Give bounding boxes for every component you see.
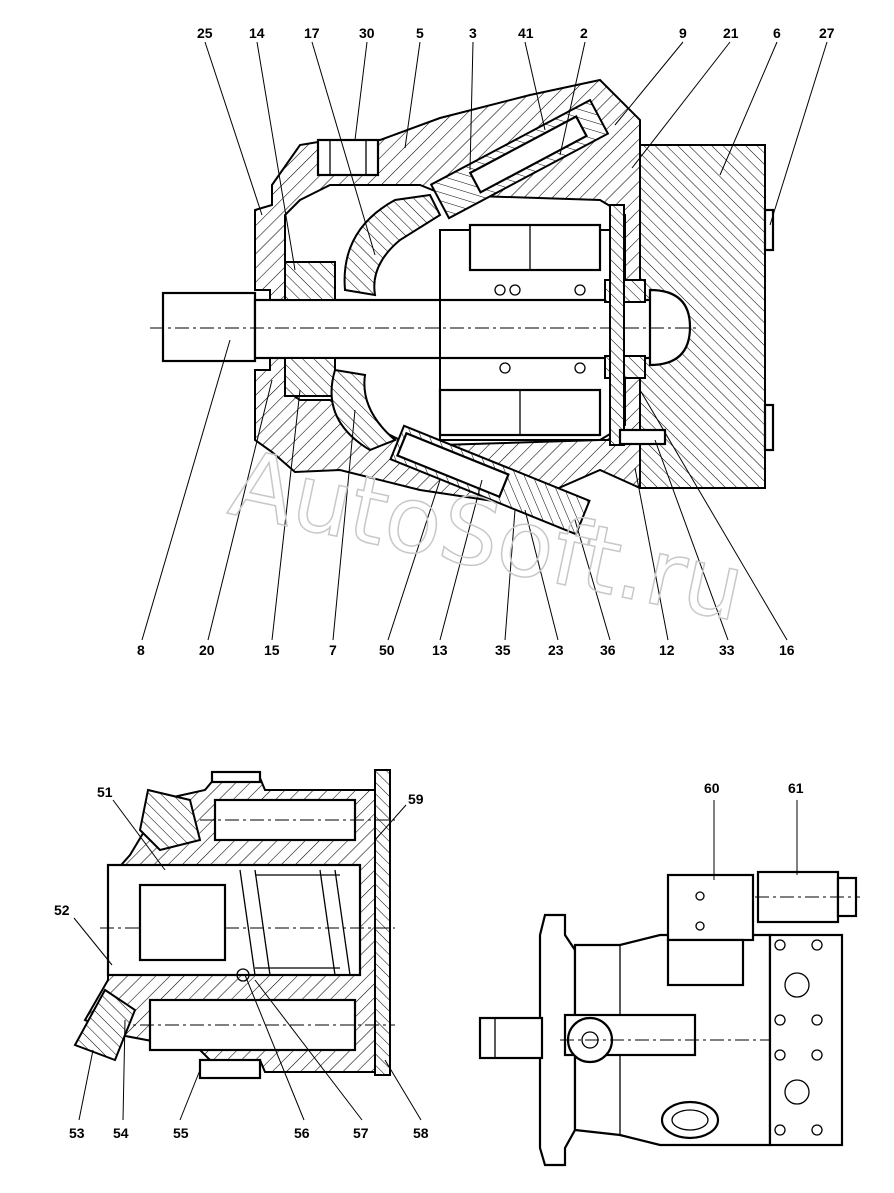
- spool-ball: [236, 968, 250, 982]
- callout-36: 36: [600, 642, 616, 658]
- callout-33: 33: [719, 642, 735, 658]
- callout-13: 13: [432, 642, 448, 658]
- callout-2: 2: [580, 25, 588, 41]
- callout-61: 61: [788, 780, 804, 796]
- callout-51: 51: [97, 784, 113, 800]
- callout-21: 21: [723, 25, 739, 41]
- piston-top: [468, 223, 602, 272]
- top-view-leaders: [141, 41, 828, 641]
- top-view-callouts: 25 14 17 30 5 3 41 2 9 21 6 27 8 20 15 7…: [137, 25, 835, 658]
- bottom-right-exterior-view: [478, 870, 860, 1167]
- compression-spring: [239, 869, 351, 976]
- valve-plate: [609, 204, 625, 446]
- front-bearing-top: [284, 261, 336, 301]
- end-plug-bottom: [763, 403, 775, 452]
- callout-59: 59: [408, 791, 424, 807]
- end-flange: [374, 769, 391, 1076]
- callout-52: 52: [54, 902, 70, 918]
- drive-shaft: [253, 298, 667, 360]
- callout-57: 57: [353, 1125, 369, 1141]
- callout-35: 35: [495, 642, 511, 658]
- bottom-left-section-view: [73, 769, 395, 1080]
- locating-pin: [618, 428, 667, 446]
- control-block: [666, 873, 755, 942]
- shaft-stub: [478, 1016, 544, 1060]
- callout-15: 15: [264, 642, 280, 658]
- callout-53: 53: [69, 1125, 85, 1141]
- main-section-view: [150, 78, 775, 536]
- port-plug: [316, 138, 380, 177]
- callout-55: 55: [173, 1125, 189, 1141]
- end-plug-top: [763, 208, 775, 252]
- bottom-cap: [73, 988, 137, 1062]
- callout-30: 30: [359, 25, 375, 41]
- callout-7: 7: [329, 642, 337, 658]
- callout-50: 50: [379, 642, 395, 658]
- callout-23: 23: [548, 642, 564, 658]
- drive-shaft-end: [161, 291, 257, 363]
- callout-9: 9: [679, 25, 687, 41]
- callout-17: 17: [304, 25, 320, 41]
- lower-port: [660, 1100, 720, 1140]
- callout-20: 20: [199, 642, 215, 658]
- cover-plate: [768, 933, 844, 1147]
- control-spool: [138, 883, 227, 962]
- callout-25: 25: [197, 25, 213, 41]
- callout-56: 56: [294, 1125, 310, 1141]
- control-piston-lower: [389, 424, 591, 536]
- mounting-flange: [538, 913, 577, 1167]
- bottom-left-leaders: [73, 799, 422, 1121]
- callout-16: 16: [779, 642, 795, 658]
- bottom-right-callouts: 60 61: [704, 780, 804, 796]
- swash-plate: [343, 193, 442, 297]
- callout-27: 27: [819, 25, 835, 41]
- retainer-balls: [494, 284, 586, 374]
- bottom-right-leaders: [713, 800, 798, 880]
- top-cap: [138, 788, 202, 852]
- swash-plate-lower: [330, 368, 397, 452]
- callout-6: 6: [773, 25, 781, 41]
- top-foot: [210, 770, 262, 784]
- callout-14: 14: [249, 25, 265, 41]
- callout-3: 3: [469, 25, 477, 41]
- front-bearing-bottom: [284, 357, 336, 397]
- callout-5: 5: [416, 25, 424, 41]
- cover-bolts: [774, 939, 823, 1136]
- callout-12: 12: [659, 642, 675, 658]
- bottom-left-callouts: 51 52 59 53 54 55 56 57 58: [54, 784, 429, 1141]
- control-piston-upper: [429, 98, 610, 220]
- bottom-foot: [198, 1058, 262, 1080]
- callout-54: 54: [113, 1125, 129, 1141]
- callout-60: 60: [704, 780, 720, 796]
- callout-58: 58: [413, 1125, 429, 1141]
- callout-8: 8: [137, 642, 145, 658]
- callout-41: 41: [518, 25, 534, 41]
